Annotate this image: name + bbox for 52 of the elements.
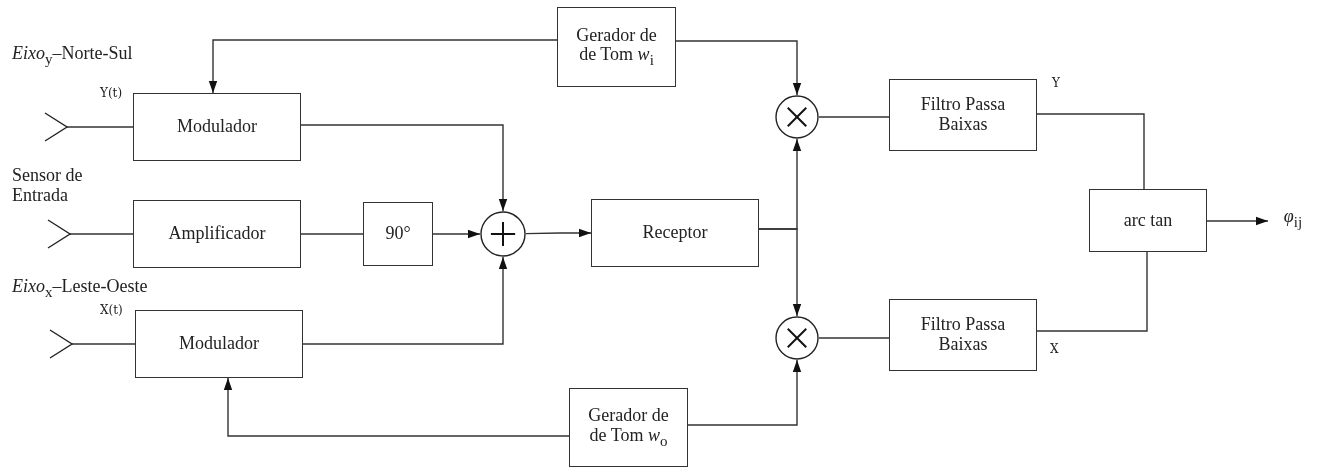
block-label: arc tan: [1123, 210, 1173, 231]
antenna-symbol: [45, 113, 67, 141]
summing-junction: [480, 211, 526, 257]
process-box: [569, 388, 688, 467]
arrow: [432, 229, 481, 239]
arrow: [675, 40, 802, 96]
block-label: Filtro Passa Baixas: [919, 315, 1007, 355]
arrow: [302, 256, 508, 345]
arrow: [300, 124, 508, 212]
arrow: [1206, 216, 1269, 226]
input-label: Sensor de Entrada: [12, 166, 84, 206]
process-box: [889, 299, 1037, 371]
arrow: [208, 39, 558, 94]
block-label: Modulador: [179, 334, 259, 354]
antenna-symbol: [50, 330, 72, 358]
connector-line: [69, 233, 134, 235]
multiplier-circle: [775, 316, 819, 360]
multiplier-circle: [775, 95, 819, 139]
block-label: Filtro Passa Baixas: [919, 95, 1007, 135]
connector-line: [300, 233, 364, 235]
block-label: Receptor: [642, 223, 708, 243]
block-label: Gerador de de Tom w$_{i}$: [575, 25, 658, 69]
block-label: Modulador: [177, 117, 257, 137]
arrow: [223, 377, 570, 437]
process-box: [1089, 189, 1207, 252]
signal-label: X: [1050, 342, 1059, 356]
connector-line: [818, 116, 890, 118]
process-box: [557, 7, 676, 87]
block-label: Amplificador: [168, 224, 266, 244]
block-label: Gerador de de Tom w$_{o}$: [587, 406, 670, 449]
arrow: [525, 228, 592, 238]
connector-line: [1036, 113, 1145, 190]
connector-line: [71, 343, 136, 345]
signal-label: Y(t): [100, 86, 123, 100]
antenna-symbol: [48, 220, 70, 248]
connector-line: [818, 337, 890, 339]
process-box: [135, 310, 303, 378]
input-label: Eixo$_{x}$–Leste-Oeste: [12, 277, 148, 301]
block-label: 90°: [385, 224, 411, 244]
signal-label: X(t): [100, 303, 123, 317]
arrow: [687, 359, 802, 426]
connector-line: [1036, 251, 1148, 332]
arrow: [758, 228, 802, 317]
process-box: [133, 93, 301, 161]
output-label: φ$_{ij}$: [1283, 207, 1303, 231]
process-box: [133, 200, 301, 268]
process-box: [889, 79, 1037, 151]
signal-label: Y: [1052, 76, 1060, 90]
connector-line: [66, 126, 134, 128]
process-box: [363, 202, 433, 266]
input-label: Eixo$_{y}$–Norte-Sul: [12, 44, 133, 68]
process-box: [591, 199, 759, 267]
